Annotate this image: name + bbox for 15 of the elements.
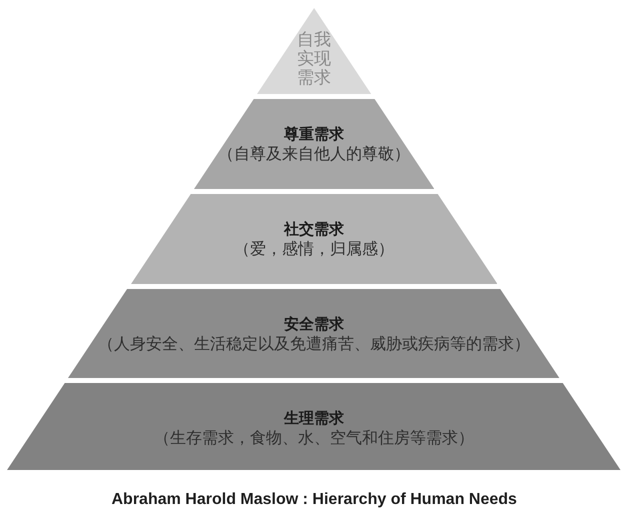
level-description: （自尊及来自他人的尊敬） — [218, 144, 410, 163]
caption: Abraham Harold Maslow : Hierarchy of Human Needs — [112, 490, 517, 510]
pyramid-tier — [130, 194, 498, 284]
pyramid-tier — [7, 383, 621, 470]
pyramid-tier — [256, 8, 372, 94]
level-title: 自我实现需求 — [296, 31, 332, 88]
level-description: （爱，感情，归属感） — [234, 239, 394, 258]
level-description: （人身安全、生活稳定以及免遭痛苦、威胁或疾病等的需求） — [98, 334, 530, 353]
level-title: 生理需求 — [284, 409, 344, 428]
level-description: （生存需求，食物、水、空气和住房等需求） — [154, 428, 474, 447]
level-title: 尊重需求 — [284, 125, 344, 144]
level-title: 社交需求 — [284, 220, 344, 239]
pyramid-tier — [68, 289, 560, 378]
level-title: 安全需求 — [284, 315, 344, 334]
pyramid-tier — [194, 99, 434, 189]
